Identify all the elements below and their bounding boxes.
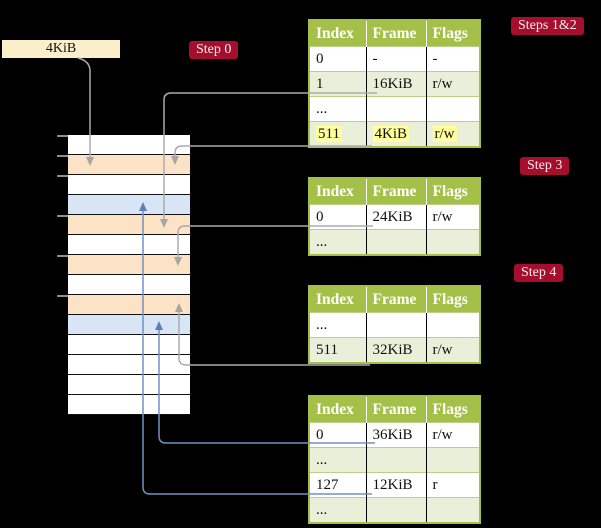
strip-tick <box>57 295 68 297</box>
memory-frame-free <box>68 335 190 355</box>
table-cell <box>366 447 427 473</box>
step-0-badge: Step 0 <box>189 41 239 59</box>
table-cell: 1 <box>309 71 367 97</box>
table-cell: ... <box>309 312 367 338</box>
table-cell <box>426 497 480 523</box>
table-cell: ... <box>309 229 367 255</box>
memory-frame-free <box>68 135 190 155</box>
table-cell: ... <box>309 447 367 473</box>
table-cell <box>366 312 427 338</box>
table-cell <box>426 96 480 122</box>
table-cell: 24KiB <box>366 204 427 230</box>
table-cell: r/w <box>426 422 480 448</box>
column-header-frame: Frame <box>366 20 427 47</box>
highlighted-value: r/w <box>432 125 457 142</box>
highlighted-value: 4KiB <box>372 125 410 142</box>
table-cell: 32KiB <box>366 337 427 363</box>
table-row: ... <box>309 96 480 122</box>
step-4-badge: Step 4 <box>514 264 564 282</box>
strip-tick <box>57 155 68 157</box>
step-3-badge: Step 3 <box>520 157 570 175</box>
highlighted-value: 511 <box>316 125 342 142</box>
table-cell: 12KiB <box>366 472 427 498</box>
table-cell <box>366 497 427 523</box>
root-frame-label: 4KiB <box>45 41 77 56</box>
memory-frame-pagetable <box>68 215 190 235</box>
column-header-index: Index <box>309 286 367 313</box>
memory-frame-data <box>68 195 190 215</box>
column-header-index: Index <box>309 20 367 47</box>
table-cell: 511 <box>309 121 367 147</box>
strip-tick <box>57 255 68 257</box>
memory-frame-free <box>68 355 190 375</box>
table-cell: 4KiB <box>366 121 427 147</box>
memory-frame-pagetable <box>68 255 190 275</box>
table-cell: 0 <box>309 422 367 448</box>
table-row: ... <box>309 497 480 523</box>
table-cell: r/w <box>426 204 480 230</box>
table-cell <box>426 312 480 338</box>
table-cell: 0 <box>309 204 367 230</box>
strip-tick <box>57 135 68 137</box>
table-row: ... <box>309 229 480 255</box>
table-cell <box>426 447 480 473</box>
column-header-frame: Frame <box>366 178 427 205</box>
table-cell: ... <box>309 497 367 523</box>
memory-frame-free <box>68 395 190 415</box>
table-cell: r <box>426 472 480 498</box>
arrow-root-row511-to-frame-4kib <box>171 145 372 165</box>
memory-frame-free <box>68 375 190 395</box>
root-frame-label-box: 4KiB <box>2 40 120 58</box>
column-header-index: Index <box>309 178 367 205</box>
table-cell <box>426 229 480 255</box>
table-cell <box>366 96 427 122</box>
memory-frame-pagetable <box>68 155 190 175</box>
table-cell <box>366 229 427 255</box>
table-cell: r/w <box>426 337 480 363</box>
memory-frame-free <box>68 175 190 195</box>
table-cell: - <box>366 46 427 72</box>
memory-frame-free <box>68 275 190 295</box>
table-cell: r/w <box>426 121 480 147</box>
table-cell: - <box>426 46 480 72</box>
memory-frame-data <box>68 315 190 335</box>
column-header-flags: Flags <box>426 396 480 423</box>
column-header-flags: Flags <box>426 20 480 47</box>
steps-1-2-badge: Steps 1&2 <box>511 17 584 35</box>
memory-frame-pagetable <box>68 295 190 315</box>
column-header-frame: Frame <box>366 396 427 423</box>
table-row: ... <box>309 312 480 338</box>
table-cell: ... <box>309 96 367 122</box>
table-cell: 511 <box>309 337 367 363</box>
memory-frame-free <box>68 235 190 255</box>
column-header-index: Index <box>309 396 367 423</box>
table-cell: 36KiB <box>366 422 427 448</box>
table-row: 0-- <box>309 46 480 72</box>
table-cell: 16KiB <box>366 71 427 97</box>
physical-memory-strip <box>68 135 190 415</box>
column-header-flags: Flags <box>426 178 480 205</box>
column-header-flags: Flags <box>426 286 480 313</box>
table-row: 511 4KiB r/w <box>309 121 480 147</box>
table-cell: 127 <box>309 472 367 498</box>
table-row: ... <box>309 447 480 473</box>
table-cell: 0 <box>309 46 367 72</box>
strip-tick <box>57 175 68 177</box>
table-cell: r/w <box>426 71 480 97</box>
column-header-frame: Frame <box>366 286 427 313</box>
strip-tick <box>57 215 68 217</box>
